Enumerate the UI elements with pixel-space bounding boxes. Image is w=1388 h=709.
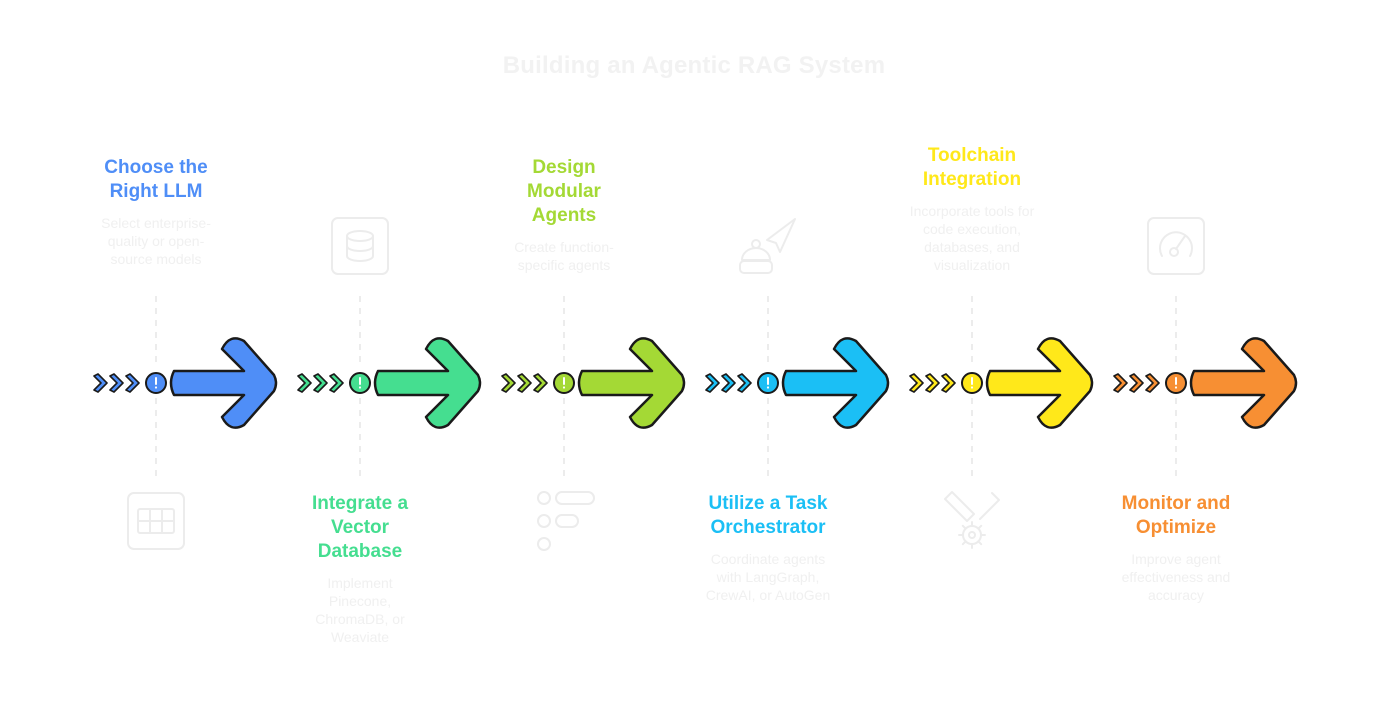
chevron-icon xyxy=(297,373,312,393)
chevron-icon xyxy=(329,373,344,393)
stage-1-graphic xyxy=(93,296,278,550)
database-icon xyxy=(331,217,389,275)
exclamation-dot xyxy=(1174,386,1178,389)
exclamation-dot xyxy=(766,386,770,389)
chevron-icon xyxy=(109,373,124,393)
chevron-icon xyxy=(125,373,140,393)
stage-description: Incorporate tools for code execution, da… xyxy=(909,203,1035,273)
exclamation-dot xyxy=(562,386,566,389)
chevron-icon xyxy=(93,373,108,393)
chevron-icon xyxy=(1129,373,1144,393)
chevron-icon xyxy=(721,373,736,393)
exclamation-dot xyxy=(154,386,158,389)
chevron-icon xyxy=(909,373,924,393)
stage-description: Select enterprise- quality or open- sour… xyxy=(101,215,211,267)
exclamation-dot xyxy=(970,386,974,389)
agent-send-icon xyxy=(739,218,796,274)
table-grid-icon xyxy=(127,492,185,550)
modules-list-icon xyxy=(537,491,595,551)
stage-3-graphic xyxy=(501,296,686,551)
arrow-icon xyxy=(781,337,890,429)
chevron-icon xyxy=(925,373,940,393)
chevron-icon xyxy=(705,373,720,393)
stage-title: Utilize a Task Orchestrator xyxy=(708,493,828,538)
stage-title: Toolchain Integration xyxy=(922,145,1022,190)
chevron-icon xyxy=(501,373,516,393)
stage-5-graphic xyxy=(909,296,1094,549)
stage-title: Monitor and Optimize xyxy=(1121,493,1231,538)
page-title: Building an Agentic RAG System xyxy=(502,52,886,79)
tools-gear-icon xyxy=(944,491,1000,549)
stage-description: Coordinate agents with LangGraph, CrewAI… xyxy=(705,551,831,603)
stage-2-graphic xyxy=(297,217,482,480)
arrow-icon xyxy=(373,337,482,429)
arrow-icon xyxy=(577,337,686,429)
chevron-icon xyxy=(517,373,532,393)
chevron-icon xyxy=(313,373,328,393)
stage-title: Integrate a Vector Database xyxy=(311,493,409,562)
stage-title: Design Modular Agents xyxy=(527,157,601,226)
exclamation-dot xyxy=(358,386,362,389)
stage-title: Choose the Right LLM xyxy=(104,157,208,202)
stage-4-graphic xyxy=(705,218,890,480)
stage-description: Implement Pinecone, ChromaDB, or Weaviat… xyxy=(315,575,405,645)
arrow-icon xyxy=(985,337,1094,429)
chevron-icon xyxy=(533,373,548,393)
stage-description: Improve agent effectiveness and accuracy xyxy=(1121,551,1231,603)
chevron-icon xyxy=(737,373,752,393)
stage-description: Create function- specific agents xyxy=(514,239,614,273)
arrow-icon xyxy=(1189,337,1298,429)
arrow-icon xyxy=(169,337,278,429)
gauge-icon xyxy=(1147,217,1205,275)
chevron-icon xyxy=(1113,373,1128,393)
chevron-icon xyxy=(1145,373,1160,393)
stage-6-graphic xyxy=(1113,217,1298,480)
chevron-icon xyxy=(941,373,956,393)
